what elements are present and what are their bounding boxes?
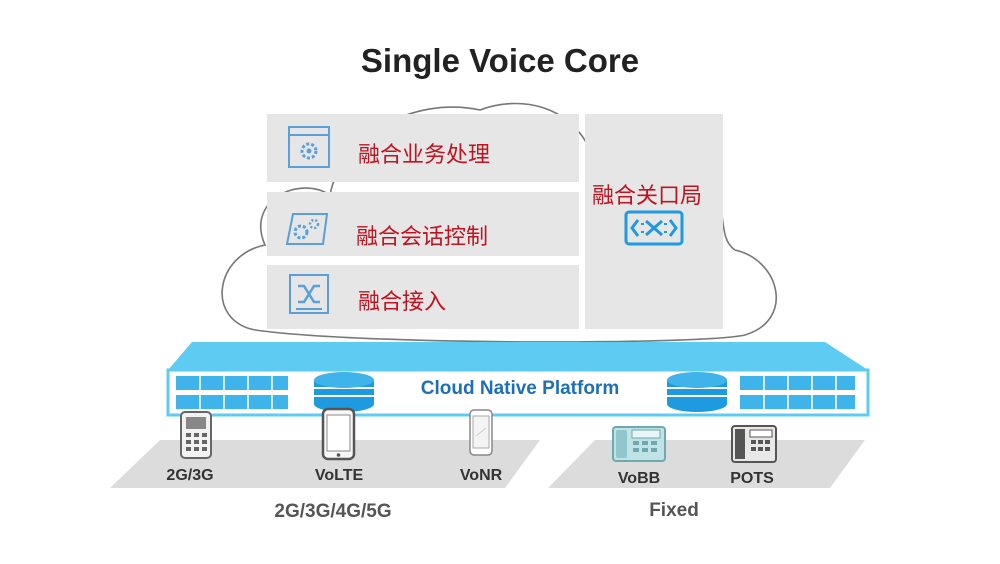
access-label: 融合接入 <box>358 290 447 315</box>
left-rack-units <box>176 376 288 409</box>
device-label-vonr: VoNR <box>459 467 503 484</box>
gears-icon <box>285 213 329 245</box>
platform-top <box>168 342 868 370</box>
smartphone-icon <box>321 407 356 461</box>
database-icon-left <box>314 372 374 412</box>
ip-desk-phone-icon <box>612 426 666 462</box>
service-processing-label: 融合业务处理 <box>358 143 491 168</box>
gateway-box <box>585 114 723 329</box>
fixed-group-label: Fixed <box>649 500 699 521</box>
pots-phone-icon <box>731 425 777 463</box>
session-control-label: 融合会话控制 <box>356 225 489 250</box>
device-label-pots: POTS <box>730 470 774 487</box>
device-label-volte: VoLTE <box>314 467 364 484</box>
service-processing-box <box>267 114 579 182</box>
switch-icon <box>289 274 329 314</box>
page-title: Single Voice Core <box>360 42 640 79</box>
database-icon-right <box>667 372 727 412</box>
mobile-ground-plane <box>110 440 540 488</box>
exchange-icon <box>624 210 684 246</box>
device-label-2g3g: 2G/3G <box>166 467 214 484</box>
right-rack-units <box>740 376 855 409</box>
mobile-group-label: 2G/3G/4G/5G <box>274 501 392 522</box>
gateway-label: 融合关口局 <box>592 184 703 209</box>
gear-window-icon <box>288 126 330 168</box>
device-label-vobb: VoBB <box>617 470 661 487</box>
slim-phone-icon <box>469 409 493 456</box>
platform-label: Cloud Native Platform <box>420 378 620 399</box>
feature-phone-icon <box>180 411 212 459</box>
